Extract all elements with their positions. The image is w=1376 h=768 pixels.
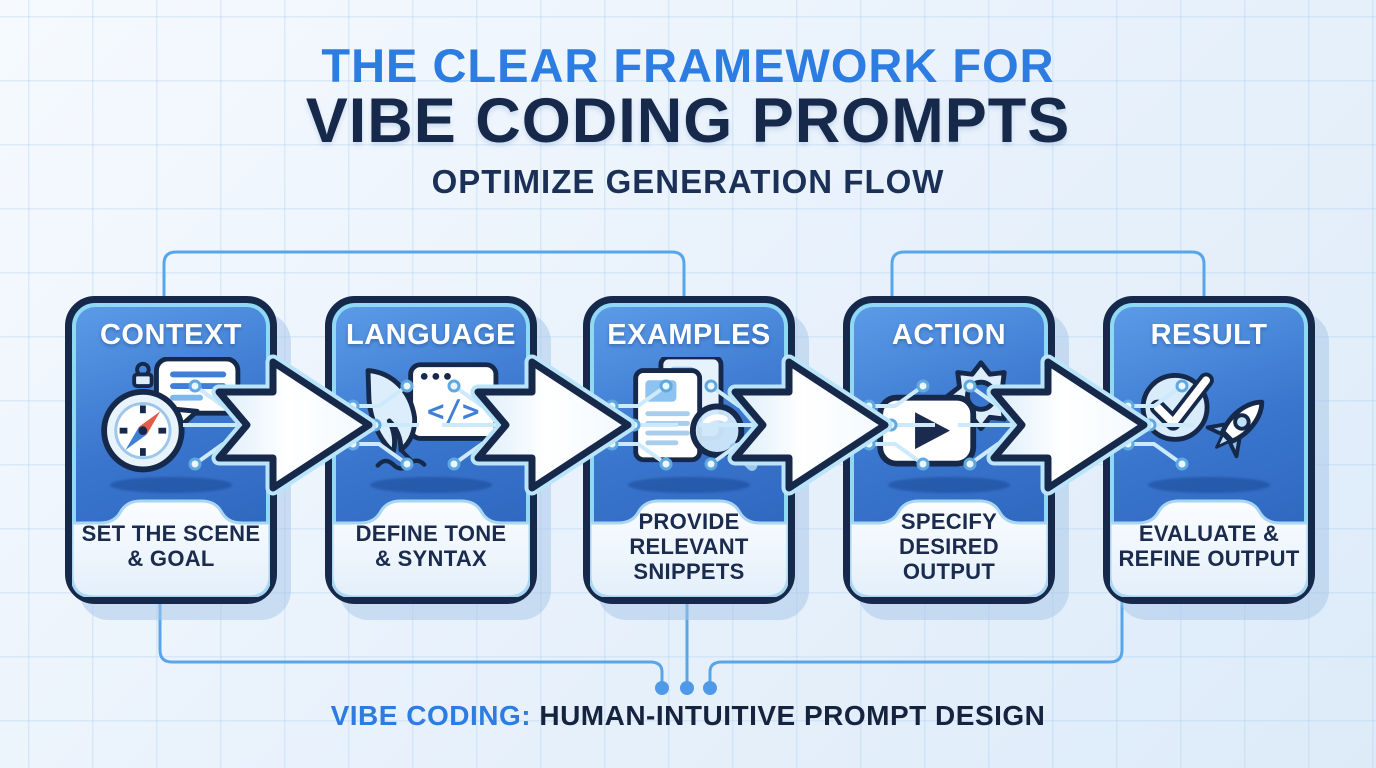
step-title: ACTION [891, 319, 1007, 351]
quill-code-icon: </> [332, 357, 530, 483]
step-description: DEFINE TONE & SYNTAX [355, 521, 507, 571]
title-line-1: THE CLEAR FRAMEWORK FOR [321, 39, 1055, 92]
step-title: CONTEXT [99, 319, 243, 351]
step-title: EXAMPLES [607, 319, 771, 351]
bottom-connector-right [708, 600, 1124, 682]
arrow-shape [990, 358, 1148, 492]
icon-shadow [1148, 477, 1270, 493]
card-bottom-panel [72, 499, 270, 597]
icon-shadow [110, 477, 232, 493]
header: THE CLEAR FRAMEWORK FOR VIBE CODING PROM… [0, 42, 1376, 201]
card-bottom-panel [590, 499, 788, 597]
step-description: SPECIFY DESIRED OUTPUT [899, 508, 999, 584]
footer-text: HUMAN-INTUITIVE PROMPT DESIGN [539, 700, 1046, 731]
card-bottom-panel [1110, 499, 1308, 597]
flow-arrow-2 [442, 354, 678, 496]
arrow-shape [474, 358, 632, 492]
flow-arrow-4 [958, 354, 1194, 496]
title-line-2: VIBE CODING PROMPTS [305, 86, 1071, 156]
arrow-shape [731, 358, 889, 492]
icon-shadow [370, 477, 492, 493]
documents-magnifier-icon [590, 357, 788, 483]
footer-highlight: VIBE CODING: [330, 700, 532, 731]
top-connector-right [890, 250, 1206, 300]
step-description: SET THE SCENE & GOAL [81, 521, 261, 571]
step-title: RESULT [1150, 319, 1268, 351]
step-card-examples: EXAMPLES PROVIDE RELEVANT SNIPPE [583, 296, 795, 604]
step-description: EVALUATE & REFINE OUTPUT [1118, 521, 1300, 571]
footer-caption: VIBE CODING: HUMAN-INTUITIVE PROMPT DESI… [0, 700, 1376, 732]
step-title: LANGUAGE [346, 319, 516, 351]
card-bottom-panel [332, 499, 530, 597]
bottom-connector-left [158, 600, 664, 682]
subtitle: OPTIMIZE GENERATION FLOW [431, 162, 945, 200]
flow-arrow-1 [183, 354, 419, 496]
card-bottom-panel [850, 499, 1048, 597]
icon-shadow [888, 477, 1010, 493]
icon-shadow [628, 477, 750, 493]
step-description: PROVIDE RELEVANT SNIPPETS [629, 508, 749, 584]
step-card-result: RESULT EVALUATE & REFINE OUTPUT [1103, 296, 1315, 604]
top-connector-left [162, 250, 686, 300]
connector-dots [655, 681, 717, 695]
flow-arrow-3 [699, 354, 935, 496]
arrow-shape [215, 358, 373, 492]
